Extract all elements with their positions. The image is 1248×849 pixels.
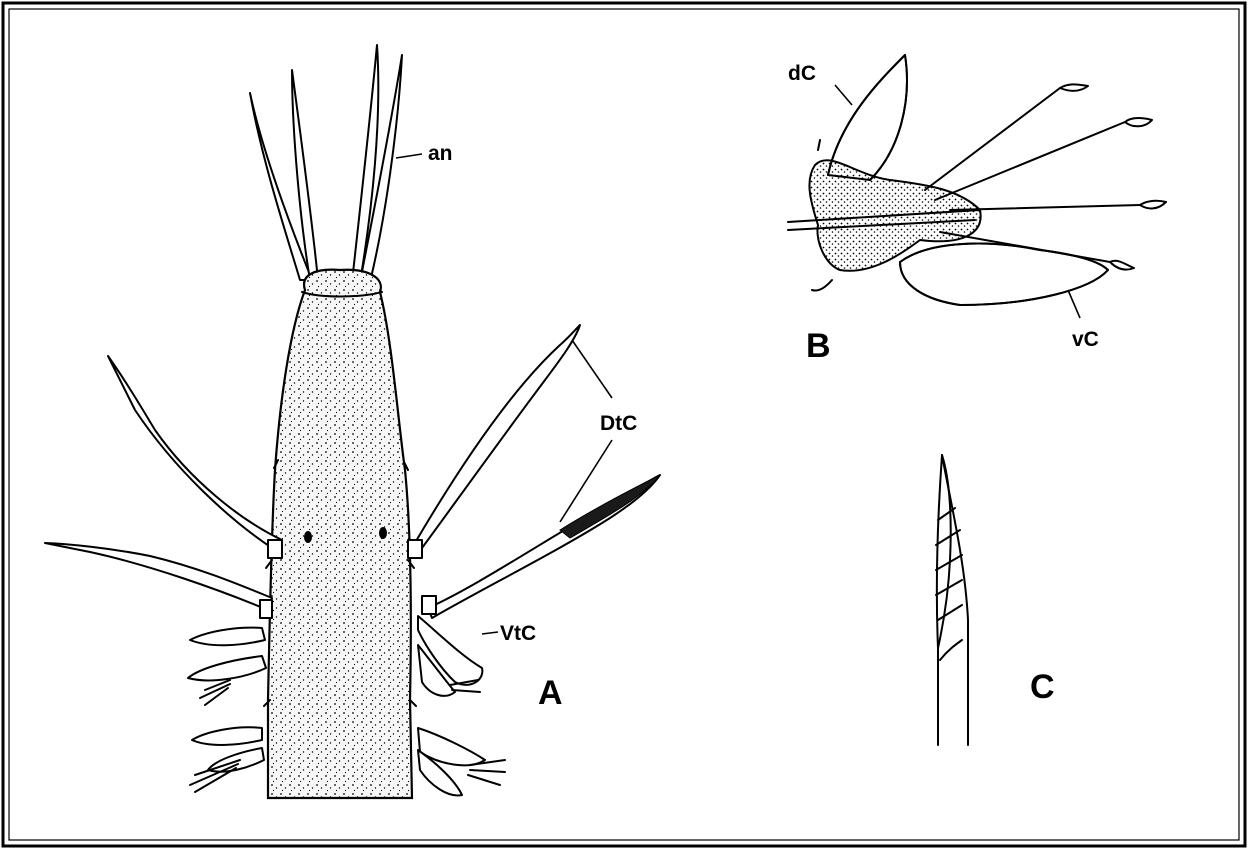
label-dc: dC	[788, 62, 816, 85]
panel-label-c: C	[1030, 668, 1055, 706]
panel-label-a: A	[538, 674, 563, 712]
label-vtc: VtC	[500, 622, 536, 645]
label-an: an	[428, 142, 453, 165]
label-vc: vC	[1072, 328, 1099, 351]
eye-left	[304, 531, 312, 543]
panel-label-b: B	[806, 327, 831, 365]
label-dtc: DtC	[600, 412, 637, 435]
eye-right	[379, 527, 387, 539]
